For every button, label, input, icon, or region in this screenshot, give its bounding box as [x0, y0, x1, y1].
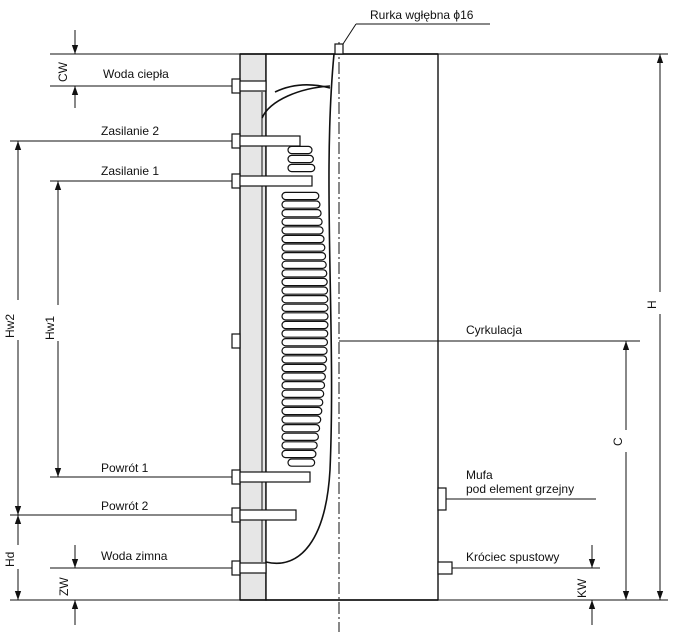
- label-krociec: Króciec spustowy: [466, 550, 559, 564]
- coil-turn: [281, 406, 323, 416]
- dim-kw: KW: [575, 578, 589, 598]
- coil-turn: [281, 449, 317, 459]
- label-cyrkulacja: Cyrkulacja: [466, 323, 522, 337]
- pipe-zasilanie2: [231, 133, 301, 149]
- coil-turn: [281, 191, 320, 201]
- coil-turn: [281, 338, 329, 347]
- coil-turn: [281, 346, 328, 355]
- coil-turn: [281, 389, 325, 398]
- label-zasilanie2: Zasilanie 2: [101, 124, 159, 138]
- coil-turn: [281, 234, 325, 244]
- pipe-powrot1: [231, 469, 311, 485]
- label-zasilanie1: Zasilanie 1: [101, 164, 159, 178]
- mufa-fitting-icon: [437, 487, 447, 511]
- dim-zw: ZW: [57, 577, 71, 596]
- dim-hd: Hd: [3, 552, 17, 567]
- label-powrot1: Powrót 1: [101, 461, 149, 475]
- coil-turn: [281, 295, 329, 304]
- coil-turn: [281, 277, 328, 287]
- label-woda-zimna: Woda zimna: [101, 549, 168, 563]
- label-mufa-line2: pod element grzejny: [466, 482, 574, 496]
- coil-turn: [281, 320, 329, 330]
- coil-turn: [281, 329, 329, 338]
- label-woda-ciepla: Woda ciepła: [103, 67, 169, 81]
- coil-turn: [281, 355, 328, 364]
- dim-hw2: Hw2: [3, 314, 17, 338]
- coil-turn: [281, 200, 321, 209]
- coil-turn: [281, 269, 328, 278]
- inner-top-dome: [261, 85, 331, 119]
- pipe-woda-zimna: [231, 560, 267, 576]
- dim-c: C: [611, 437, 625, 446]
- pipe-zasilanie1: [231, 173, 313, 189]
- coil-turn: [281, 441, 318, 450]
- heat-exchanger-coil: [281, 145, 329, 467]
- coil-turn: [281, 303, 329, 312]
- pipe-woda-ciepla: [231, 78, 267, 94]
- dim-hw1: Hw1: [43, 316, 57, 340]
- coil-turn: [281, 260, 327, 269]
- coil-turn: [281, 372, 326, 381]
- label-rurka: Rurka wgłębna ϕ16: [370, 8, 474, 22]
- coil-turn: [287, 154, 314, 164]
- coil-turn: [287, 163, 316, 173]
- coil-turn: [281, 432, 319, 441]
- dim-h: H: [645, 300, 659, 309]
- coil-turn: [281, 286, 329, 295]
- label-powrot2: Powrót 2: [101, 499, 149, 513]
- inner-tank-wall: [265, 53, 335, 564]
- coil-turn: [281, 243, 326, 252]
- pipe-cyrkulacja: [231, 333, 241, 349]
- coil-turn: [281, 209, 322, 218]
- coil-turn: [281, 226, 324, 235]
- sensor-pipe-icon: [334, 43, 344, 55]
- coil-turn: [281, 398, 324, 407]
- dim-cw: CW: [56, 61, 70, 82]
- coil-turn: [281, 217, 323, 226]
- coil-turn: [281, 415, 322, 424]
- krociec-fitting-icon: [437, 561, 453, 575]
- coil-turn: [281, 424, 321, 433]
- coil-turn: [281, 252, 327, 261]
- label-mufa-line1: Mufa: [466, 468, 493, 482]
- coil-turn: [281, 363, 327, 373]
- coil-turn: [287, 458, 316, 467]
- coil-turn: [287, 145, 313, 155]
- pipe-powrot2: [231, 507, 297, 523]
- coil-turn: [281, 381, 326, 390]
- coil-turn: [281, 312, 329, 321]
